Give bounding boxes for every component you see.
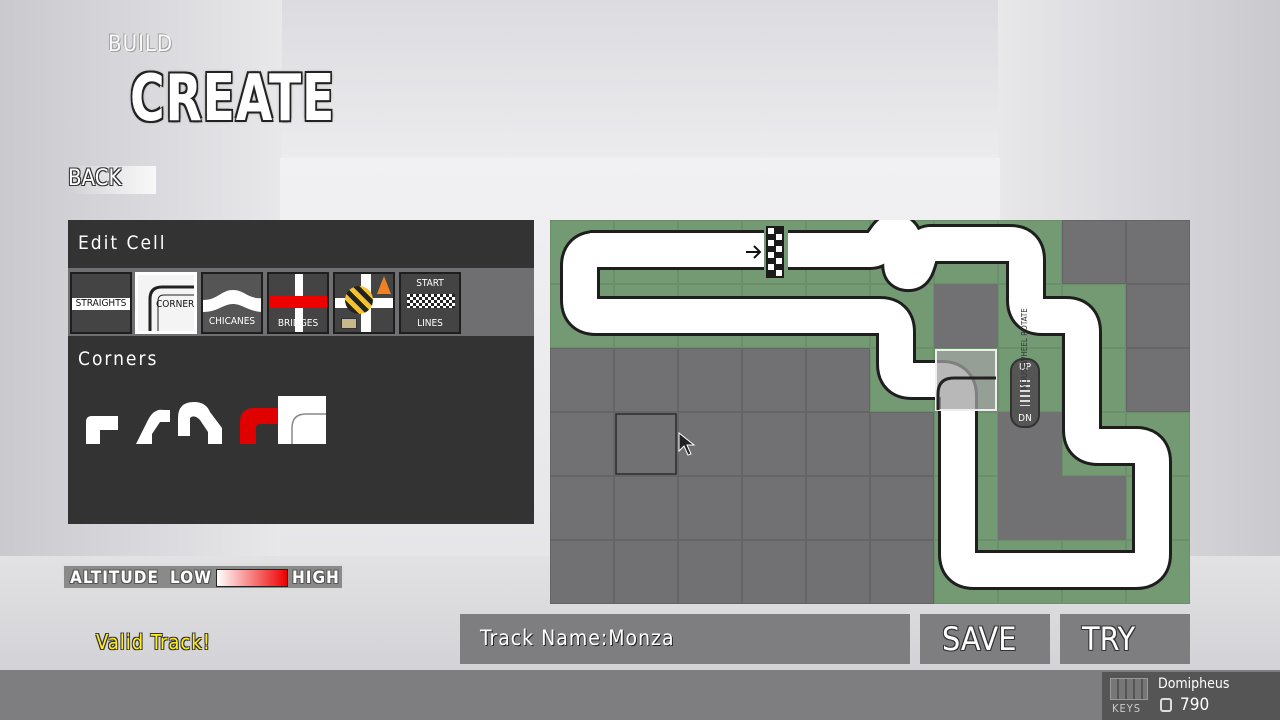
username: Domipheus bbox=[1158, 676, 1230, 692]
back-button[interactable]: BACK bbox=[68, 166, 156, 194]
category-straights[interactable]: STRAIGHTS bbox=[70, 272, 132, 334]
rotate-widget[interactable]: UP DN bbox=[1010, 358, 1040, 428]
category-bridges[interactable]: BRIDGES bbox=[267, 272, 329, 334]
corner-piece-s[interactable] bbox=[130, 396, 178, 444]
track-name-field[interactable]: Track Name:Monza bbox=[460, 614, 910, 664]
corner-piece-full[interactable] bbox=[278, 396, 326, 444]
barrier-icon bbox=[341, 318, 357, 329]
checkered-flag-icon bbox=[407, 294, 455, 308]
edit-cell-heading: Edit Cell bbox=[78, 232, 167, 254]
track-status: Valid Track! bbox=[96, 630, 211, 654]
hover-cell[interactable] bbox=[615, 413, 677, 475]
rotate-down-label: DN bbox=[1018, 413, 1032, 424]
try-button[interactable]: TRY bbox=[1060, 614, 1190, 664]
category-label: CORNER bbox=[156, 299, 195, 310]
user-info: KEYS Domipheus 790 bbox=[1102, 672, 1280, 720]
keyboard-icon bbox=[1110, 678, 1148, 700]
category-label: STRAIGHTS bbox=[72, 298, 130, 310]
rotate-up-label: UP bbox=[1018, 362, 1031, 373]
wheel-icon bbox=[1020, 380, 1030, 406]
category-corner[interactable]: CORNER bbox=[135, 272, 197, 334]
corner-piece-tight[interactable] bbox=[82, 396, 130, 444]
edit-cell-panel: Edit Cell Corners bbox=[68, 220, 534, 524]
hazard-icon bbox=[345, 286, 373, 314]
page-title: CREATE bbox=[130, 62, 336, 136]
category-obstacles[interactable] bbox=[333, 272, 395, 334]
category-label: CHICANES bbox=[208, 316, 256, 327]
rotate-hint: MOUSEWHEEL ROTATE bbox=[1020, 308, 1029, 390]
keys-label: KEYS bbox=[1112, 702, 1142, 715]
cone-icon bbox=[377, 276, 391, 294]
category-label-top: START bbox=[416, 278, 444, 289]
direction-arrow-icon bbox=[746, 245, 762, 259]
track-name-text: Track Name:Monza bbox=[480, 626, 675, 650]
corner-icon bbox=[148, 285, 194, 331]
altitude-control: ALTITUDE LOW HIGH bbox=[62, 564, 344, 590]
save-button[interactable]: SAVE bbox=[920, 614, 1050, 664]
category-chicanes[interactable]: CHICANES bbox=[201, 272, 263, 334]
corner-piece-hairpin[interactable] bbox=[176, 396, 224, 444]
category-start-lines[interactable]: START LINES bbox=[399, 272, 461, 334]
altitude-label: ALTITUDE bbox=[70, 568, 159, 588]
corner-piece-wide-selected[interactable] bbox=[236, 396, 284, 444]
corners-heading: Corners bbox=[78, 348, 159, 370]
bottom-bar bbox=[0, 670, 1280, 720]
build-menu-label[interactable]: BUILD bbox=[108, 32, 174, 57]
altitude-slider[interactable] bbox=[216, 569, 288, 587]
chicane-icon bbox=[203, 290, 261, 312]
category-label: BRIDGES bbox=[277, 318, 319, 329]
mouse-cursor-icon bbox=[678, 432, 696, 456]
altitude-high-label: HIGH bbox=[292, 568, 340, 588]
altitude-low-label: LOW bbox=[170, 568, 213, 588]
category-label: LINES bbox=[417, 318, 443, 329]
trophy-icon bbox=[1160, 698, 1172, 712]
track-grid[interactable]: UP DN MOUSEWHEEL ROTATE bbox=[550, 211, 1190, 604]
user-points: 790 bbox=[1180, 695, 1210, 715]
